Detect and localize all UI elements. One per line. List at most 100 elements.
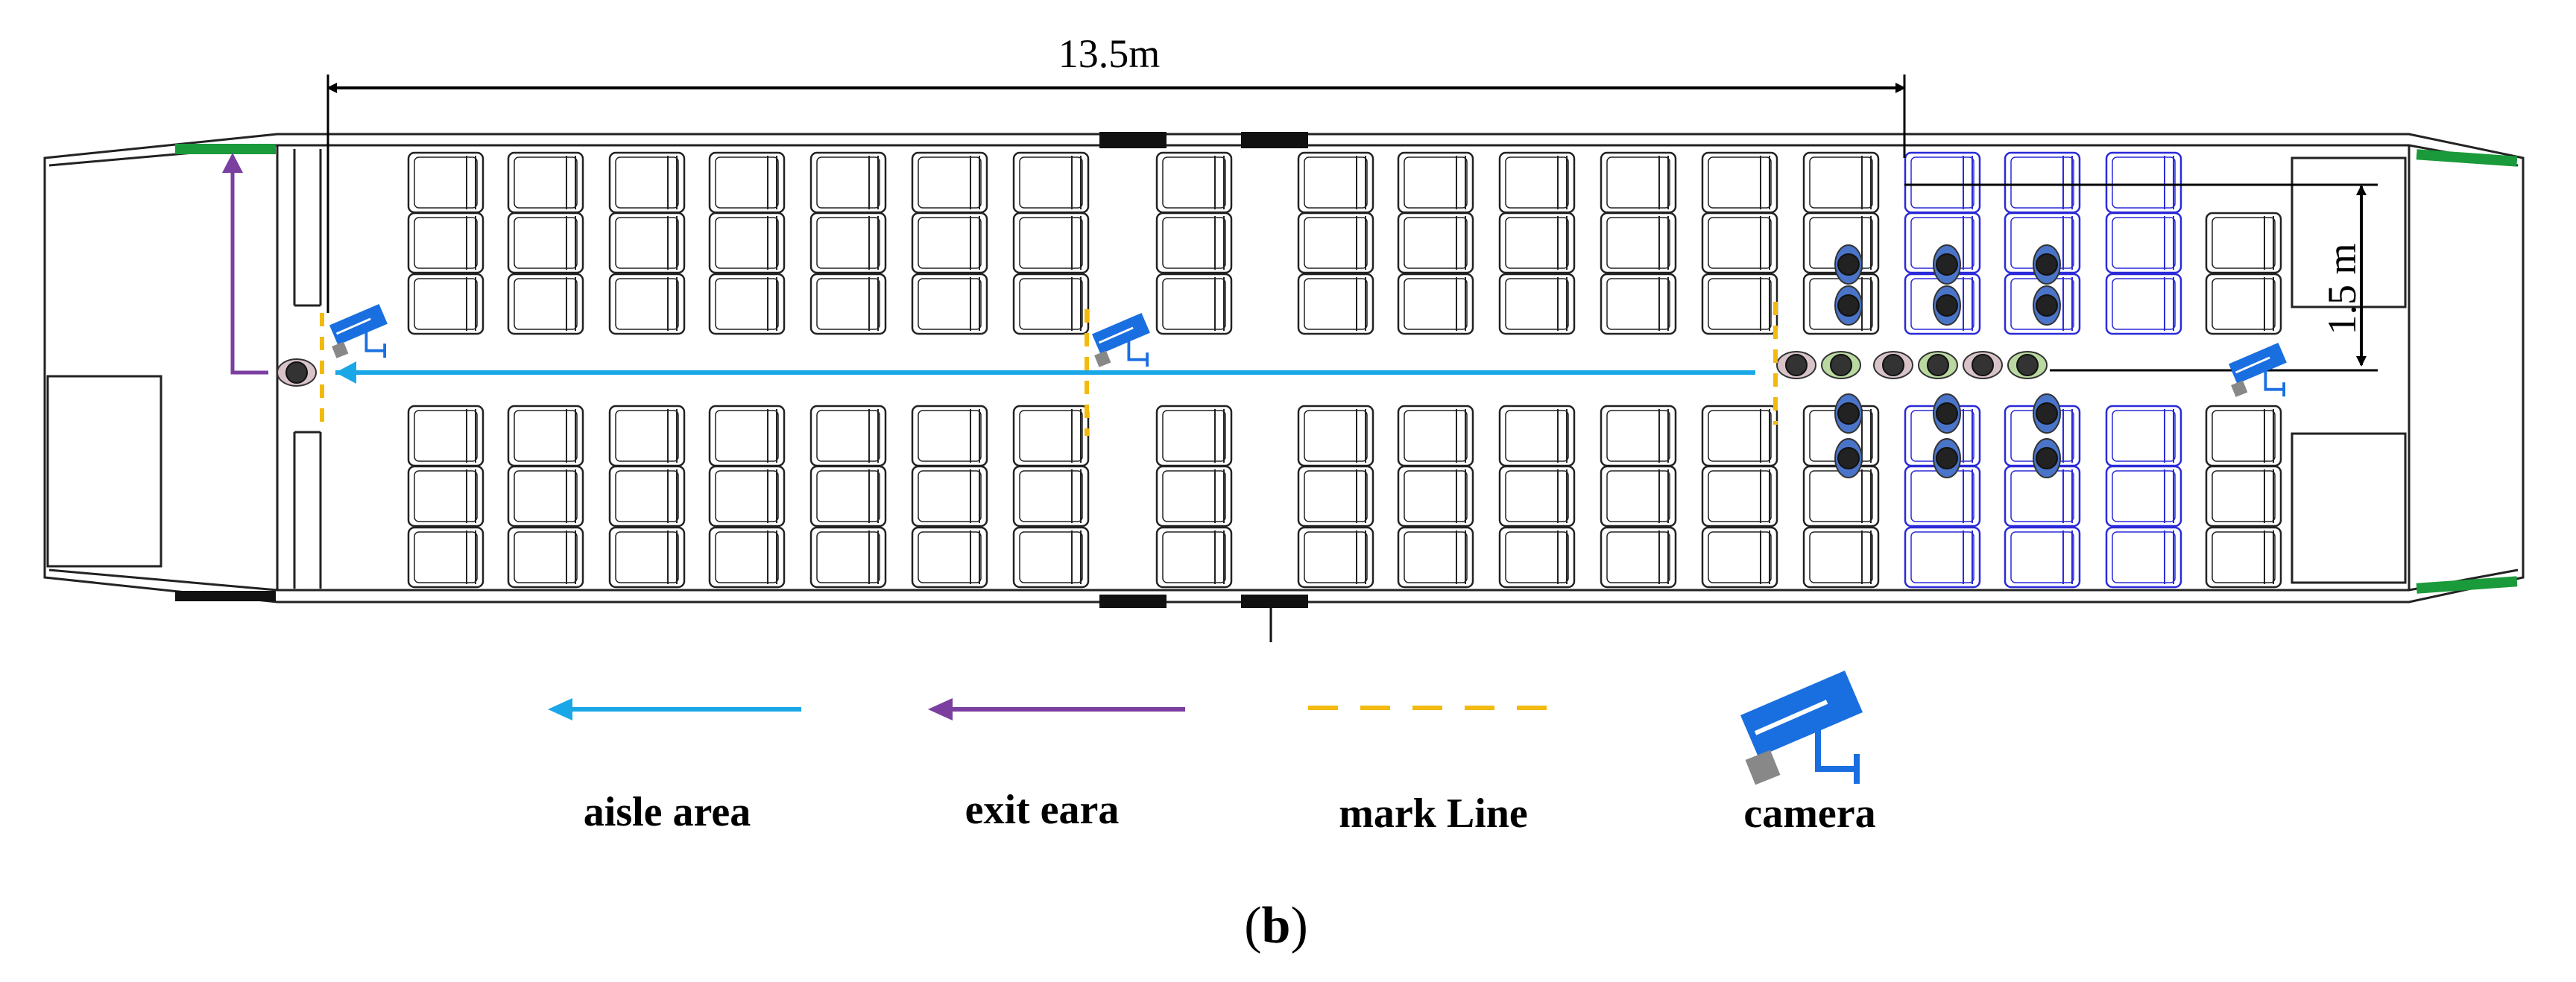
door-mid-upper-2 bbox=[1241, 132, 1308, 148]
seat bbox=[1600, 405, 1677, 467]
seat bbox=[1397, 465, 1474, 528]
seat bbox=[1297, 405, 1374, 467]
seat bbox=[1297, 151, 1374, 214]
seat bbox=[1155, 151, 1233, 214]
door-front-lower bbox=[175, 591, 276, 601]
seat bbox=[1012, 526, 1090, 589]
seat bbox=[1600, 273, 1677, 335]
seat bbox=[2205, 273, 2282, 335]
seat bbox=[809, 273, 887, 335]
passenger-icon bbox=[1873, 351, 1913, 379]
legend-aisle-label: aisle area bbox=[584, 789, 751, 835]
exit-path bbox=[222, 153, 268, 375]
seat bbox=[1297, 465, 1374, 528]
seat bbox=[1397, 273, 1474, 335]
seat bbox=[911, 405, 988, 467]
seat bbox=[911, 212, 988, 274]
width-dimension: 1.5 m bbox=[1904, 183, 2378, 372]
seat bbox=[809, 212, 887, 274]
passenger-icon bbox=[1834, 393, 1863, 434]
passenger-icon bbox=[2007, 351, 2048, 379]
seat bbox=[1155, 465, 1233, 528]
seat bbox=[1012, 212, 1090, 274]
legend: aisle area exit eara mark Line camera bbox=[548, 671, 1876, 837]
seat bbox=[608, 151, 686, 214]
seat bbox=[1297, 273, 1374, 335]
passenger-icon bbox=[277, 358, 317, 387]
seat bbox=[407, 405, 484, 467]
seat bbox=[1701, 212, 1778, 274]
seat bbox=[1297, 526, 1374, 589]
passenger-icon bbox=[1918, 351, 1958, 379]
seat bbox=[507, 212, 584, 274]
seat bbox=[1498, 465, 1576, 528]
passenger-icon bbox=[1933, 393, 1961, 434]
seat bbox=[608, 405, 686, 467]
seat bbox=[1498, 151, 1576, 214]
seat bbox=[911, 526, 988, 589]
seat bbox=[1600, 465, 1677, 528]
passenger-icon bbox=[1776, 351, 1816, 379]
seat bbox=[1904, 151, 1981, 214]
seat bbox=[1498, 212, 1576, 274]
length-dimension: 13.5m bbox=[326, 31, 1906, 313]
seat bbox=[2105, 526, 2182, 589]
seat bbox=[1701, 273, 1778, 335]
seat bbox=[2205, 526, 2282, 589]
seat bbox=[2004, 151, 2081, 214]
figure-caption-letter: b bbox=[1262, 897, 1291, 954]
seat bbox=[1701, 465, 1778, 528]
passenger-icon bbox=[1963, 351, 2003, 379]
seat bbox=[1701, 526, 1778, 589]
seat bbox=[911, 273, 988, 335]
seat bbox=[2105, 405, 2182, 467]
seat bbox=[1498, 405, 1576, 467]
passenger-icon bbox=[1933, 244, 1961, 285]
seat bbox=[1012, 273, 1090, 335]
passenger-group bbox=[277, 244, 2061, 478]
aisle-path bbox=[335, 361, 1755, 384]
seat bbox=[1155, 526, 1233, 589]
seat bbox=[407, 526, 484, 589]
legend-mark-label: mark Line bbox=[1339, 791, 1528, 837]
seat bbox=[1600, 212, 1677, 274]
seat bbox=[2205, 405, 2282, 467]
door-front-upper bbox=[175, 144, 276, 154]
seat bbox=[809, 405, 887, 467]
passenger-icon bbox=[1933, 285, 1961, 326]
legend-camera-label: camera bbox=[1743, 791, 1875, 837]
seat bbox=[608, 212, 686, 274]
seat bbox=[407, 212, 484, 274]
seat bbox=[1297, 212, 1374, 274]
passenger-icon bbox=[1821, 351, 1861, 379]
mark-lines bbox=[320, 302, 1778, 436]
seat bbox=[1600, 151, 1677, 214]
door-rear-lower bbox=[2416, 576, 2518, 594]
door-mid-lower-2 bbox=[1241, 595, 1308, 608]
seat bbox=[1397, 212, 1474, 274]
passenger-icon bbox=[2033, 438, 2061, 478]
seat bbox=[1904, 526, 1981, 589]
cabin-cameras bbox=[329, 304, 2287, 397]
camera-icon bbox=[329, 304, 388, 358]
passenger-icon bbox=[2033, 393, 2061, 434]
seat bbox=[1012, 465, 1090, 528]
seat bbox=[2105, 273, 2182, 335]
seat bbox=[507, 273, 584, 335]
seat bbox=[1397, 526, 1474, 589]
seat bbox=[507, 465, 584, 528]
legend-exit-label: exit eara bbox=[965, 787, 1120, 833]
passenger-icon bbox=[2033, 285, 2061, 326]
seat bbox=[2105, 465, 2182, 528]
seat bbox=[911, 465, 988, 528]
seat bbox=[708, 465, 786, 528]
camera-icon bbox=[1740, 671, 1863, 785]
seat bbox=[708, 212, 786, 274]
seat bbox=[2004, 526, 2081, 589]
seat bbox=[911, 151, 988, 214]
seat bbox=[1701, 151, 1778, 214]
seat bbox=[2105, 212, 2182, 274]
seat bbox=[708, 526, 786, 589]
seat bbox=[708, 151, 786, 214]
legend-mark: mark Line bbox=[1308, 706, 1569, 837]
